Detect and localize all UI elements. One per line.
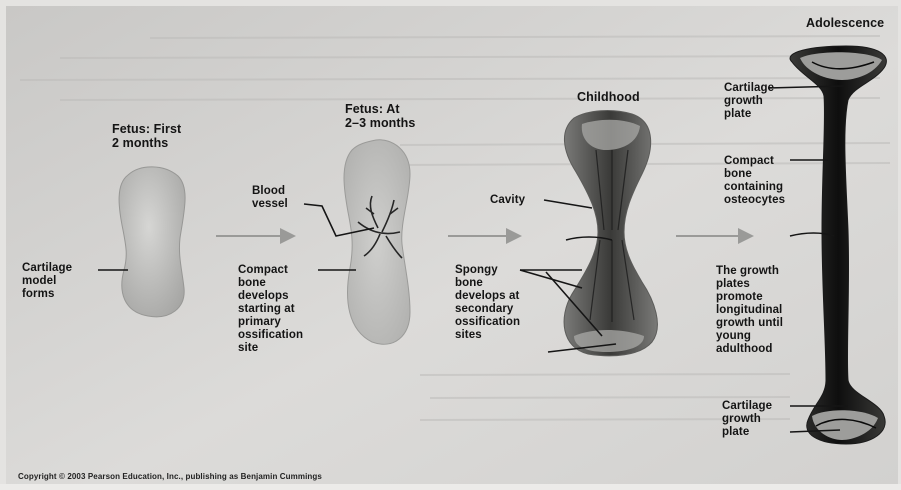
label-compact-bone-primary-ossification: Compact bone develops starting at primar… — [238, 264, 303, 355]
stage-title-childhood: Childhood — [577, 90, 640, 104]
label-cartilage-model-forms: Cartilage model forms — [22, 262, 72, 301]
stage-title-fetus-2-3-months: Fetus: At 2–3 months — [345, 102, 415, 130]
label-blood-vessel: Blood vessel — [252, 185, 288, 211]
label-spongy-bone-secondary-ossification: Spongy bone develops at secondary ossifi… — [455, 264, 520, 342]
label-cartilage-growth-plate-bottom: Cartilage growth plate — [722, 400, 772, 439]
stage-title-fetus-first-2-months: Fetus: First 2 months — [112, 122, 181, 150]
label-cartilage-growth-plate-top: Cartilage growth plate — [724, 82, 774, 121]
copyright-text: Copyright © 2003 Pearson Education, Inc.… — [18, 472, 322, 481]
label-growth-plates-promote-growth: The growth plates promote longitudinal g… — [716, 265, 783, 356]
label-cavity: Cavity — [490, 194, 525, 207]
label-compact-bone-osteocytes: Compact bone containing osteocytes — [724, 155, 785, 207]
stage-title-adolescence: Adolescence — [806, 16, 884, 30]
